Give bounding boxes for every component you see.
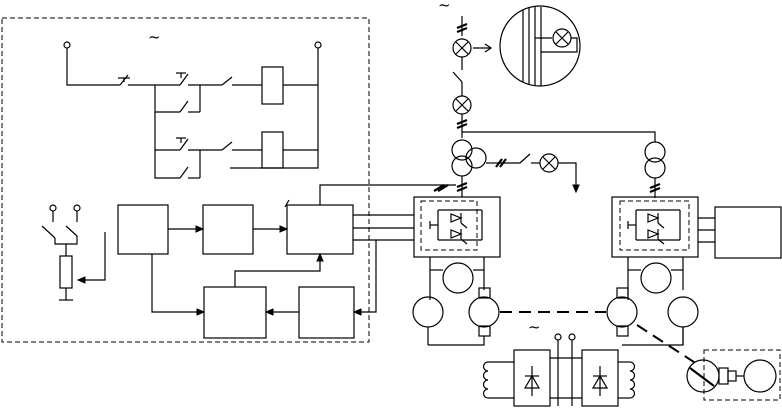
- motor-left: [468, 296, 500, 328]
- panel-ac-symbol: ~: [148, 28, 161, 46]
- machine-group-right: [606, 257, 699, 346]
- excitation-circuit: [482, 333, 636, 407]
- inductor-icon: [482, 361, 489, 399]
- motor-icon: [667, 296, 699, 328]
- inset-circle: [499, 5, 581, 87]
- block-2: [202, 204, 254, 255]
- block-3: [286, 204, 354, 255]
- switch-icon: [452, 71, 463, 83]
- block-6: [714, 206, 782, 259]
- block-1: [117, 204, 169, 255]
- inductor-icon: [629, 361, 636, 399]
- machine-group-left: [412, 257, 500, 346]
- resistor-icon: [59, 255, 73, 289]
- supply-ac-symbol: ~: [438, 0, 451, 14]
- inset-detail: [499, 5, 581, 87]
- transformer-right: [644, 141, 666, 198]
- relay-coil-1: [261, 66, 284, 105]
- generator-left: [442, 262, 474, 294]
- relay-ladder: [63, 41, 322, 179]
- diode-rectifier-right: [581, 349, 619, 407]
- excitation-ac-symbol: ~: [528, 318, 541, 336]
- motor-icon: [412, 296, 444, 328]
- transformer-left: [433, 139, 580, 195]
- thyristor-icon: [450, 213, 463, 223]
- relay-coil-2: [261, 131, 284, 169]
- transformer-icon: [644, 141, 666, 163]
- control-blocks: [117, 184, 456, 339]
- inset-machine: [686, 349, 781, 401]
- terminal-right: [314, 41, 322, 49]
- motor-right: [606, 296, 638, 328]
- thyristor-converter-left: [352, 195, 501, 316]
- block-4: [203, 286, 267, 339]
- thyristor-icon: [647, 213, 660, 223]
- switch-icon: [118, 74, 130, 86]
- supply-feeder: [452, 16, 656, 142]
- thyristor-converter-right: [611, 196, 782, 259]
- terminal-left: [63, 41, 71, 49]
- generator-right: [640, 262, 672, 294]
- control-panel-frame: [1, 17, 370, 343]
- selector-and-potentiometer: [41, 204, 106, 301]
- block-5: [298, 286, 355, 339]
- mechanical-coupling-diagonal: [636, 324, 701, 367]
- diode-rectifier-left: [513, 349, 551, 407]
- transformer-icon: [451, 139, 473, 161]
